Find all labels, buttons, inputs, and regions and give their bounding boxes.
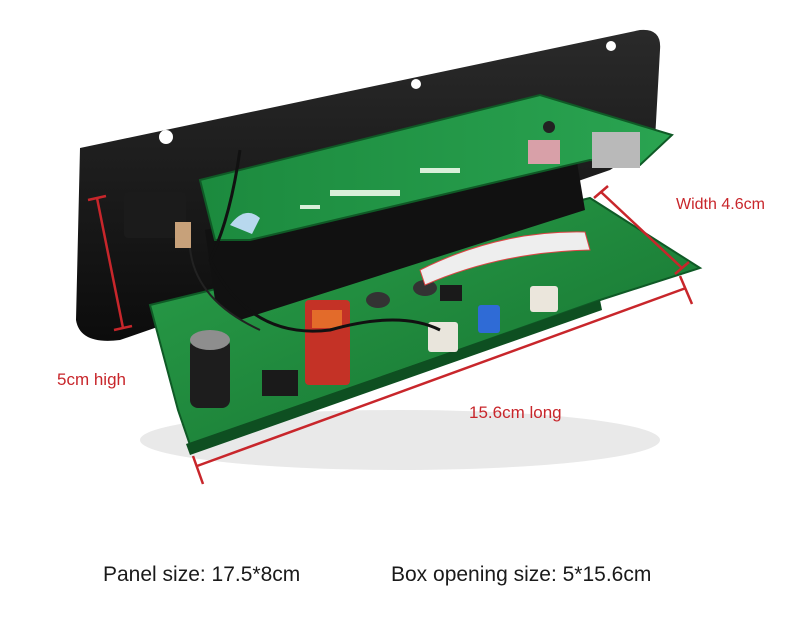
small-capacitor <box>413 280 437 296</box>
white-connector <box>530 286 558 312</box>
box-opening-caption: Box opening size: 5*15.6cm <box>391 563 652 586</box>
glue-blob <box>230 212 260 234</box>
screw-head <box>543 121 555 133</box>
panel-screw-hole <box>606 41 616 51</box>
inductor-winding <box>312 310 342 328</box>
ribbon-cable <box>419 231 591 286</box>
capacitor-top <box>190 330 230 350</box>
mosfet-chip <box>262 370 298 396</box>
length-measure-line <box>191 275 694 485</box>
length-label: 15.6cm long <box>469 403 562 422</box>
black-wire <box>208 149 441 333</box>
pcb-edge <box>186 300 602 455</box>
blue-jumper-switch <box>478 305 500 333</box>
ic-chip <box>440 285 462 301</box>
panel-screw-hole <box>411 79 421 89</box>
usb-port <box>592 132 640 168</box>
ir-receiver-pad <box>528 140 560 164</box>
power-switch <box>124 192 186 238</box>
switch-terminals <box>175 222 191 248</box>
width-measure-line <box>593 185 690 275</box>
black-wire <box>189 247 261 331</box>
panel-size-caption: Panel size: 17.5*8cm <box>103 563 301 586</box>
heatsink-module <box>205 150 585 320</box>
small-capacitor <box>366 292 390 308</box>
electrolytic-capacitor <box>190 338 230 408</box>
height-measure-line <box>87 194 133 332</box>
panel-screw-hole <box>159 130 173 144</box>
height-label: 5cm high <box>57 370 126 389</box>
width-label: Width 4.6cm <box>676 196 765 213</box>
smd-pads <box>300 168 460 209</box>
